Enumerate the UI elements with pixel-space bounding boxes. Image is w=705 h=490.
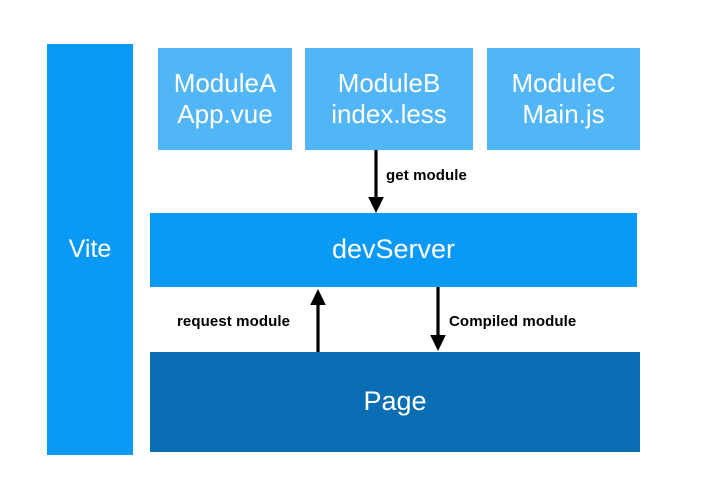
arrow-label-request-module: request module (177, 313, 291, 330)
arrow-request-module (308, 287, 328, 353)
arrow-get-module (366, 150, 386, 214)
dev-server-bar: devServer (150, 213, 637, 287)
module-a-name: ModuleA (173, 68, 277, 99)
dev-server-label: devServer (331, 234, 456, 265)
module-b-name: ModuleB (337, 68, 441, 99)
module-c-name: ModuleC (511, 68, 616, 99)
module-c-file: Main.js (522, 99, 605, 129)
module-box-module-c: ModuleC Main.js (487, 48, 640, 150)
module-box-module-a: ModuleA App.vue (158, 48, 292, 150)
arrow-compiled-module (428, 287, 448, 353)
module-b-file: index.less (331, 99, 447, 129)
module-box-module-b: ModuleB index.less (305, 48, 473, 150)
vite-column-label: Vite (68, 234, 112, 263)
vite-column: Vite (47, 44, 133, 455)
arrow-label-compiled-module: Compiled module (449, 313, 577, 330)
page-label: Page (363, 386, 427, 417)
arrow-label-get-module: get module (386, 167, 468, 184)
page-bar: Page (150, 352, 640, 452)
module-a-file: App.vue (177, 99, 273, 129)
